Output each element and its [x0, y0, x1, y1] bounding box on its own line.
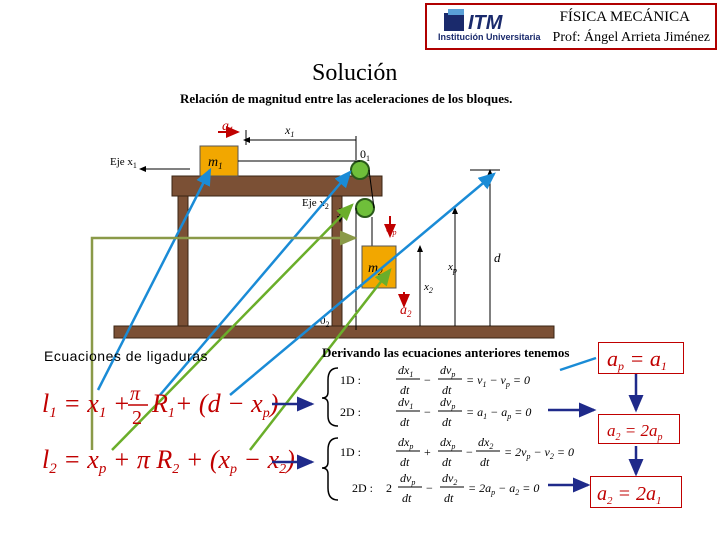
brace-eq1: [321, 367, 339, 427]
logo-subtitle: Institución Universitaria: [438, 32, 541, 42]
svg-text:R1+ (d − xp): R1+ (d − xp): [151, 389, 278, 421]
svg-text:dt: dt: [400, 415, 410, 429]
arrow-R1-to-pulley: [159, 170, 352, 396]
table-top: [171, 175, 383, 197]
institution-logo-box: [425, 3, 717, 50]
professor-name: Prof: Ángel Arrieta Jiménez: [552, 30, 710, 45]
svg-text:1D :: 1D :: [340, 373, 361, 387]
svg-text:2: 2: [132, 407, 142, 429]
derivative-1D-eq1: 1D : dx1 dt − dvp dt = v1 − vp = 0: [340, 363, 530, 397]
svg-text:= a1 − ap = 0: = a1 − ap = 0: [466, 405, 531, 421]
svg-text:l2 = xp + π R2 + (xp − x2): l2 = xp + π R2 + (xp − x2): [42, 445, 295, 477]
svg-text:+: +: [424, 445, 431, 459]
derivative-2D-eq2: 2D : 2 dvp dt − dv2 dt = 2ap − a2 = 0: [352, 471, 539, 505]
svg-text:dt: dt: [400, 455, 410, 469]
svg-text:= v1 − vp = 0: = v1 − vp = 0: [466, 373, 530, 389]
svg-text:2: 2: [386, 481, 392, 495]
svg-text:−: −: [424, 405, 431, 419]
result-box-a2-2a1: a2 = 2a1: [590, 476, 682, 508]
movable-pulley: [355, 198, 375, 218]
svg-text:dt: dt: [442, 383, 452, 397]
arrow-result-ap: [559, 356, 597, 372]
logo-word: ITM: [468, 12, 504, 34]
fixed-pulley: [350, 160, 370, 180]
svg-text:dx1: dx1: [398, 363, 413, 379]
arrow-d-to-diagram: [229, 172, 496, 396]
origin2-label: 02: [320, 315, 330, 329]
svg-text:l1 = x1 +: l1 = x1 +: [42, 389, 130, 421]
svg-text:a2 = 2ap: a2 = 2ap: [607, 421, 662, 443]
xp-label: xp: [447, 261, 457, 275]
eje-x1-label: Eje x1: [110, 156, 137, 170]
arrow-l2-to-m2: [90, 230, 358, 450]
svg-text:1D :: 1D :: [340, 445, 361, 459]
derivando-heading: Derivando las ecuaciones anteriores tene…: [322, 345, 570, 360]
svg-text:= 2vp − v2 = 0: = 2vp − v2 = 0: [504, 445, 574, 461]
itm-logo: ITM: [444, 9, 504, 34]
svg-text:2D :: 2D :: [352, 481, 373, 495]
constraint-eq-2: l2 = xp + π R2 + (xp − x2): [42, 445, 295, 477]
arrow-x2-to-m2: [249, 268, 392, 451]
svg-text:dt: dt: [400, 383, 410, 397]
svg-text:dvp: dvp: [400, 471, 415, 487]
svg-text:dvp: dvp: [440, 395, 455, 411]
derivative-1D-eq2: 1D : dxp dt + dxp dt − dx2 dt = 2vp − v2…: [340, 435, 574, 469]
svg-text:dv1: dv1: [398, 395, 413, 411]
svg-text:π: π: [130, 383, 141, 405]
slide-subtitle: Relación de magnitud entre las aceleraci…: [180, 91, 513, 106]
rope-pulley-right: [368, 169, 375, 209]
ligaduras-heading: Ecuaciones de ligaduras: [44, 348, 209, 364]
svg-text:dt: dt: [402, 491, 412, 505]
brace-eq2: [321, 437, 339, 501]
svg-text:ap = a1: ap = a1: [607, 346, 667, 373]
svg-text:−: −: [466, 445, 473, 459]
a1-label: a1: [222, 119, 234, 135]
derivative-2D-eq1: 2D : dv1 dt − dvp dt = a1 − ap = 0: [340, 395, 531, 429]
svg-text:dt: dt: [480, 455, 490, 469]
result-box-ap-a1: ap = a1: [598, 342, 684, 374]
eje-x2-label: Eje x2: [302, 197, 329, 211]
svg-text:dxp: dxp: [398, 435, 413, 451]
svg-text:2D :: 2D :: [340, 405, 361, 419]
arrow-xp-to-pulley: [111, 203, 354, 451]
svg-text:dt: dt: [442, 455, 452, 469]
svg-text:= 2ap − a2 = 0: = 2ap − a2 = 0: [468, 481, 539, 497]
svg-text:dx2: dx2: [478, 435, 493, 451]
svg-text:dv2: dv2: [442, 471, 457, 487]
svg-text:dvp: dvp: [440, 363, 455, 379]
d-label: d: [494, 250, 501, 265]
svg-text:a2 = 2a1: a2 = 2a1: [597, 483, 662, 507]
slide-title: Solución: [312, 60, 398, 86]
floor: [113, 325, 555, 339]
svg-text:dt: dt: [442, 415, 452, 429]
a2-label: a2: [400, 303, 412, 319]
course-title: FÍSICA MECÁNICA: [559, 9, 690, 25]
x1-label: x1: [284, 123, 294, 139]
constraint-eq-1: l1 = x1 + π 2 R1+ (d − xp): [42, 383, 278, 429]
svg-text:−: −: [426, 481, 433, 495]
mass1-label: m1: [208, 155, 223, 171]
origin1-label: 01: [360, 147, 370, 163]
arrow-x1-to-diagram: [96, 167, 212, 391]
svg-text:dxp: dxp: [440, 435, 455, 451]
result-box-a2-2ap: a2 = 2ap: [598, 414, 680, 444]
svg-text:dt: dt: [444, 491, 454, 505]
ap-label: ap: [386, 220, 397, 237]
x2-label: x2: [423, 281, 433, 295]
svg-text:−: −: [424, 373, 431, 387]
